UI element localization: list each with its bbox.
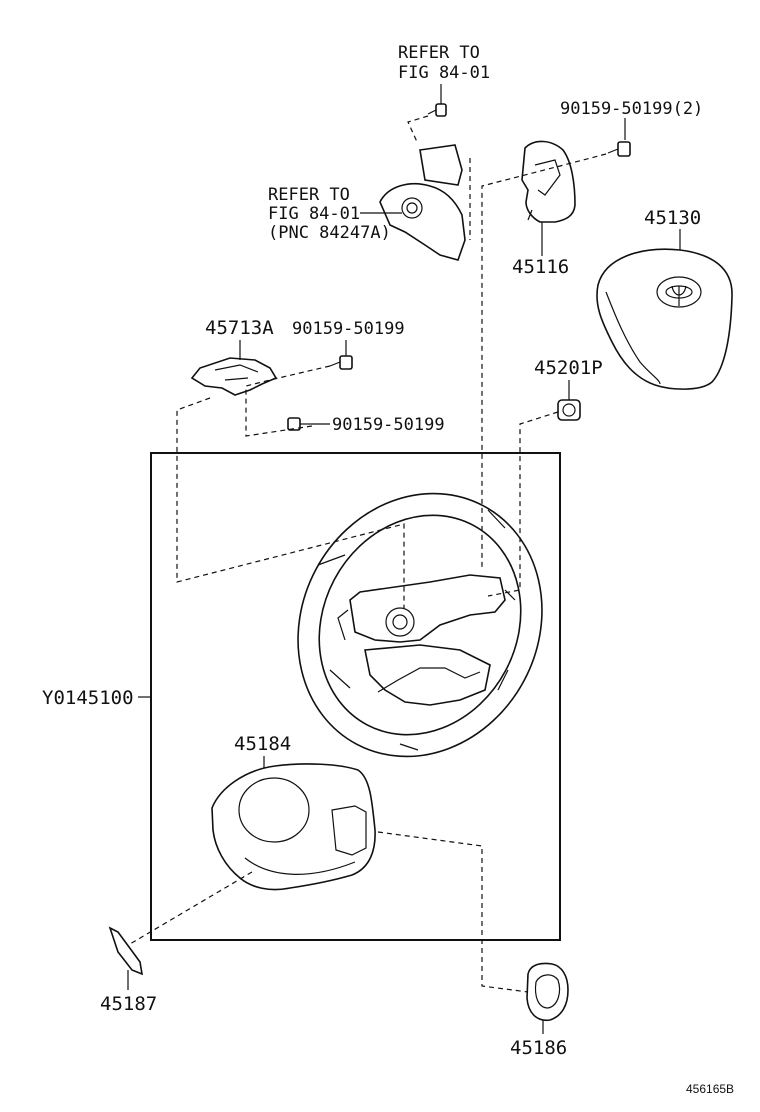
bolt-head [339,355,353,370]
bracket-45713A-body [190,357,278,396]
cover-45184-drawing [211,763,376,891]
switch-84247A-drawing [379,144,466,261]
nut-hole [562,403,576,417]
label-refer-mid-line1: REFER TO [268,185,350,205]
label-refer-mid-line3: (PNC 84247A) [268,223,391,243]
wheel-spoke-detail [337,589,516,641]
bolt-90159-50199-2-drawing [607,141,631,157]
bolt-shank [607,148,619,154]
label-refer-mid-line2: FIG 84-01 [268,204,360,224]
label-45130: 45130 [644,207,701,229]
nut-body [557,399,581,421]
switch-84247A-upper [419,144,463,186]
dashline-switch-45116 [481,153,607,568]
wheel-lower-spoke-detail [377,667,481,693]
cover-45187-drawing [108,926,144,976]
wheel-rim-seams [317,509,509,751]
dashline-cover-45187 [129,871,253,945]
switch-84247A-knob [401,197,423,219]
label-45116: 45116 [512,256,569,278]
drawing-number: 456165B [686,1082,734,1096]
label-90159-50199-b: 90159-50199 [332,415,445,435]
switch-45116-body [521,140,576,223]
bolt-head [435,103,447,117]
steering-wheel-drawing [297,492,543,758]
label-45713A: 45713A [205,317,274,339]
label-45184: 45184 [234,733,291,755]
cover-45184-lower-edge [244,857,356,875]
cover-45184-opening [238,777,310,843]
label-45201P: 45201P [534,357,603,379]
cover-45186-inner [534,974,561,1009]
bracket-45713A-drawing [190,357,278,396]
wheel-lower-spoke [364,644,491,706]
cover-45186-drawing [526,962,569,1022]
bolt-top-refer-drawing [427,103,447,117]
label-45186: 45186 [510,1037,567,1059]
bracket-45713A-detail [214,364,259,381]
bolt-head [617,141,631,157]
toyota-emblem-stem [671,285,687,306]
wheel-spoke-hub [349,574,506,643]
switch-84247A-body [379,182,466,261]
wheel-hub-bolt [392,614,408,630]
dashline-nut-45201P [487,411,559,597]
label-45187: 45187 [100,993,157,1015]
label-90159-50199-2: 90159-50199(2) [560,99,703,119]
airbag-45130-drawing [596,248,733,390]
dashline-top-bolt [407,115,429,145]
dashline-bracket-45713A [176,397,405,608]
dashline-cover-45186 [377,831,529,993]
cover-45186-body [526,962,569,1022]
label-90159-50199-a: 90159-50199 [292,319,405,339]
bolt-shank [329,361,341,367]
toyota-emblem-icon [656,276,702,308]
wheel-hub-center [385,607,415,637]
label-refer-top-line2: FIG 84-01 [398,63,490,83]
bolt-90159-50199-a-drawing [329,355,353,370]
label-Y0145100: Y0145100 [42,687,134,709]
label-refer-top-line1: REFER TO [398,43,480,63]
cover-45184-body [211,763,376,891]
cover-45184-switch-window [331,805,367,856]
bolt-shank [427,109,437,115]
nut-45201P-drawing [557,399,581,421]
switch-84247A-knob-center [406,202,418,214]
bolt-90159-50199-b-drawing [287,417,312,431]
switch-45116-detail [527,159,561,221]
switch-45116-drawing [521,140,576,223]
airbag-cover-edge [605,291,661,385]
